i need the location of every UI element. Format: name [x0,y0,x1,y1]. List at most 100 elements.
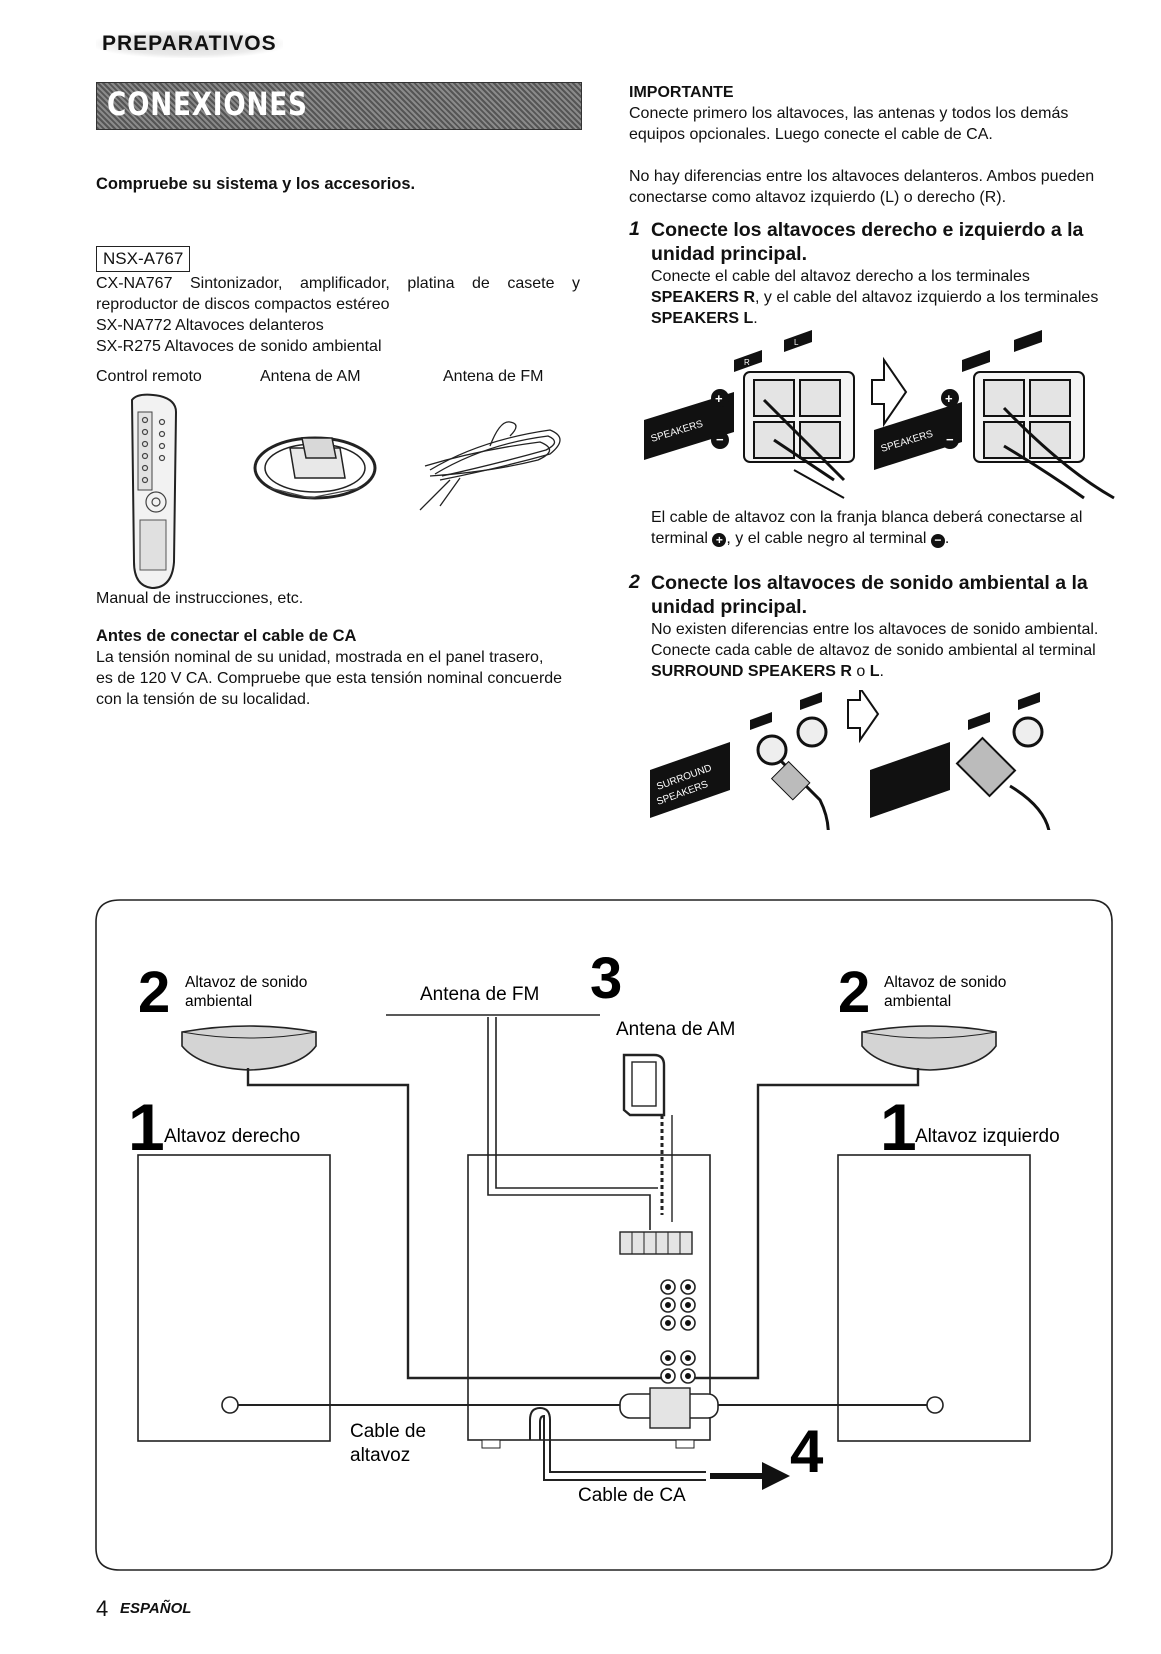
surround-after [870,692,1051,830]
diagram-step1-right: 1 [880,1090,917,1164]
ac-text: La tensión nominal de su unidad, mostrad… [96,647,562,710]
surround-cable-right [694,1068,920,1380]
front-left-jack [926,1396,944,1414]
main-unit-foot [675,1439,695,1449]
surround-l-label: L [869,663,880,680]
ac-heading: Antes de conectar el cable de CA [96,627,357,645]
no-diff-line: No hay diferencias entre los altavoces d… [629,168,1095,185]
step2-text-line: SURROUND SPEAKERS R o L. [651,661,1098,682]
main-unit-foot [481,1439,501,1449]
surround-right-label-2: ambiental [884,993,951,1010]
remote-control-illustration [130,393,178,590]
step2-text-part: o [851,663,870,680]
important-line: Conecte primero los altavoces, las anten… [629,105,1069,122]
am-antenna-label: Antena de AM [616,1019,735,1040]
stripe-text-line: terminal +, y el cable negro al terminal… [651,528,1082,549]
terminal-r-label: SPEAKERS R [651,289,756,306]
svg-text:−: − [946,432,954,447]
front-speaker-right [137,1154,331,1442]
important-heading: IMPORTANTE [629,84,734,101]
diagram-step2-left: 2 [138,960,170,1025]
terminal-l-label: SPEAKERS L [651,310,754,327]
step2-text-line: No existen diferencias entre los altavoc… [651,621,1099,638]
speaker-terminal-illustration: R L SPEAKERS + − SPEAKERS + − [644,330,1115,500]
model-box: NSX-A767 [96,246,191,272]
surround-left-label-2: ambiental [185,993,252,1010]
page-title-bar: CONEXIONES [96,82,582,130]
item-line: CX-NA767 Sintonizador, amplificador, pla… [96,275,580,292]
diagram-step4: 4 [790,1418,824,1485]
accessory-remote-label: Control remoto [96,368,202,385]
item-line: SX-NA772 Altavoces delanteros [96,317,324,334]
diagram-frame [95,899,1113,1571]
step1-title-line: unidad principal. [651,243,808,265]
step1-text-part: . [753,310,758,327]
accessory-fm-label: Antena de FM [443,368,544,385]
am-antenna-illustration [253,436,377,500]
section-tag: PREPARATIVOS [96,30,283,58]
step2-text-line: Conecte cada cable de altavoz de sonido … [651,642,1096,659]
stripe-text: El cable de altavoz con la franja blanca… [651,507,1082,549]
step1-number: 1 [629,218,640,240]
ac-text-line: con la tensión de su localidad. [96,691,311,708]
fm-antenna-illustration [419,421,561,511]
plus-terminal-icon: + [712,533,727,547]
speaker-cable-label-1: Cable de [350,1421,426,1442]
stripe-text-part: , y el cable negro al terminal [726,530,931,547]
step1-text-line: SPEAKERS L. [651,308,1098,329]
step2-title-line: Conecte los altavoces de sonido ambienta… [651,572,1088,594]
surround-speaker-left [181,1025,317,1071]
surround-cable-left [246,1068,662,1380]
check-heading: Compruebe su sistema y los accesorios. [96,175,416,193]
item-line: SX-R275 Altavoces de sonido ambiental [96,338,382,355]
surround-speaker-right [861,1025,997,1071]
step2-text-part: . [879,663,884,680]
am-loop-antenna [622,1053,673,1222]
items-list: CX-NA767 Sintonizador, amplificador, pla… [96,273,580,357]
speaker-cable-label-2: altavoz [350,1445,410,1466]
step1-text-line: SPEAKERS R, y el cable del altavoz izqui… [651,287,1098,308]
item-line: reproductor de discos compactos estéreo [96,296,390,313]
front-right-label: Altavoz derecho [164,1126,300,1147]
accessory-am-label: Antena de AM [260,368,361,385]
svg-text:+: + [945,391,953,406]
front-left-label: Altavoz izquierdo [915,1126,1060,1147]
stripe-text-line: El cable de altavoz con la franja blanca… [651,509,1083,526]
step1-title: Conecte los altavoces derecho e izquierd… [651,218,1083,266]
diagram-step3: 3 [590,946,622,1011]
step2-title-line: unidad principal. [651,596,808,618]
svg-text:−: − [716,432,724,447]
step1-title-line: Conecte los altavoces derecho e izquierd… [651,219,1084,241]
surround-right-label-1: Altavoz de sonido [884,974,1006,991]
front-speaker-left [837,1154,1031,1442]
diagram-step2-right: 2 [838,960,870,1025]
no-diff-text: No hay diferencias entre los altavoces d… [629,166,1094,208]
ac-cable-label: Cable de CA [578,1485,686,1506]
surround-terminal-illustration: SURROUND SPEAKERS [650,690,1051,830]
surround-left-label-1: Altavoz de sonido [185,974,307,991]
speaker-terminal-block [649,1387,691,1429]
diagram-step1-left: 1 [128,1090,165,1164]
no-diff-line: conectarse como altavoz izquierdo (L) o … [629,189,1007,206]
footer-language: ESPAÑOL [120,1600,192,1617]
step2-text: No existen diferencias entre los altavoc… [651,619,1098,682]
terminal-l-tag: L [794,338,799,347]
svg-text:+: + [715,391,723,406]
fm-antenna-label: Antena de FM [420,984,539,1005]
surround-arrow [847,690,880,744]
terminal-panel-after: SPEAKERS + − [874,330,1115,500]
page-title: CONEXIONES [107,85,308,123]
ac-cable [529,1406,706,1473]
step1-text-part: , y el cable del altavoz izquierdo a los… [755,289,1099,306]
stripe-text-part: terminal [651,530,713,547]
stripe-text-part: . [944,530,950,547]
front-right-jack [221,1396,239,1414]
surround-r-label: SURROUND SPEAKERS R [651,663,852,680]
step2-title: Conecte los altavoces de sonido ambienta… [651,571,1088,619]
terminal-r-tag: R [744,358,750,367]
ac-text-line: La tensión nominal de su unidad, mostrad… [96,649,544,666]
step1-text: Conecte el cable del altavoz derecho a l… [651,266,1098,329]
manual-label: Manual de instrucciones, etc. [96,590,304,607]
important-text: Conecte primero los altavoces, las anten… [629,103,1068,145]
